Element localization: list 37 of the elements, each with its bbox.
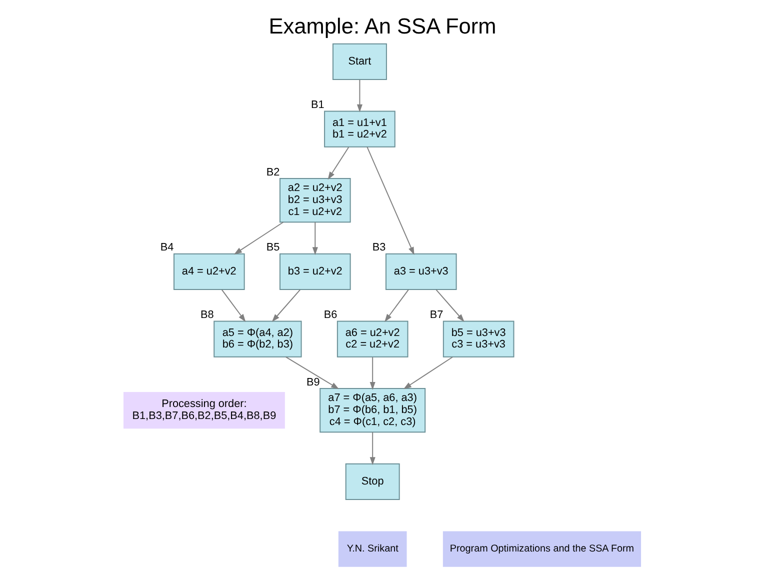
arrow bbox=[370, 356, 376, 390]
node-label: B4 bbox=[160, 242, 174, 254]
arrow bbox=[384, 289, 409, 322]
node-box: Start bbox=[332, 43, 387, 80]
arrow bbox=[328, 146, 350, 180]
arrow bbox=[436, 289, 464, 322]
arrow bbox=[403, 356, 454, 390]
node-box: b3 = u2+v2 bbox=[279, 253, 351, 290]
node-box: Stop bbox=[345, 463, 400, 500]
node-box: a1 = u1+v1 b1 = u2+v2 bbox=[324, 110, 396, 148]
node-label: B3 bbox=[372, 242, 386, 254]
arrow bbox=[285, 356, 340, 390]
node-box: b5 = u3+v3 c3 = u3+v3 bbox=[442, 320, 514, 358]
label: Program Optimizations and the SSA Form bbox=[450, 544, 634, 555]
node-label: B7 bbox=[430, 309, 444, 322]
node-box: a7 = Φ(a5, a6, a3) b7 = Φ(b6, b1, b5) c4 = Φ(c1, c2, c3) bbox=[320, 388, 426, 433]
node-box: a2 = u2+v2 b2 = u3+v3 c1 = u2+v2 bbox=[279, 178, 351, 223]
node-box: a3 = u3+v3 bbox=[385, 253, 457, 290]
arrow bbox=[312, 222, 318, 256]
arrow bbox=[221, 289, 246, 322]
node-label: B8 bbox=[200, 309, 214, 322]
label: Y.N. Srikant bbox=[346, 544, 398, 555]
node-box: a4 = u2+v2 bbox=[174, 253, 245, 290]
diagram-title: Example: An SSA Form bbox=[268, 14, 496, 39]
arrow bbox=[370, 432, 376, 466]
node-label: B1 bbox=[310, 99, 324, 112]
node-box: a6 = u2+v2 c2 = u2+v2 bbox=[336, 320, 408, 358]
node-box: a5 = Φ(a4, a2) b6 = Φ(b2, b3) bbox=[214, 320, 302, 358]
arrow bbox=[366, 146, 414, 256]
node-label: B2 bbox=[266, 166, 280, 178]
node-label: B5 bbox=[266, 242, 280, 254]
node-label: B6 bbox=[324, 309, 338, 322]
node-box: Processing order: B1,B3,B7,B6,B2,B5,B4,B8,B9 bbox=[123, 392, 285, 429]
arrow bbox=[356, 79, 362, 112]
arrow bbox=[234, 222, 284, 254]
node-label: B9 bbox=[306, 376, 320, 388]
arrow bbox=[272, 289, 301, 322]
